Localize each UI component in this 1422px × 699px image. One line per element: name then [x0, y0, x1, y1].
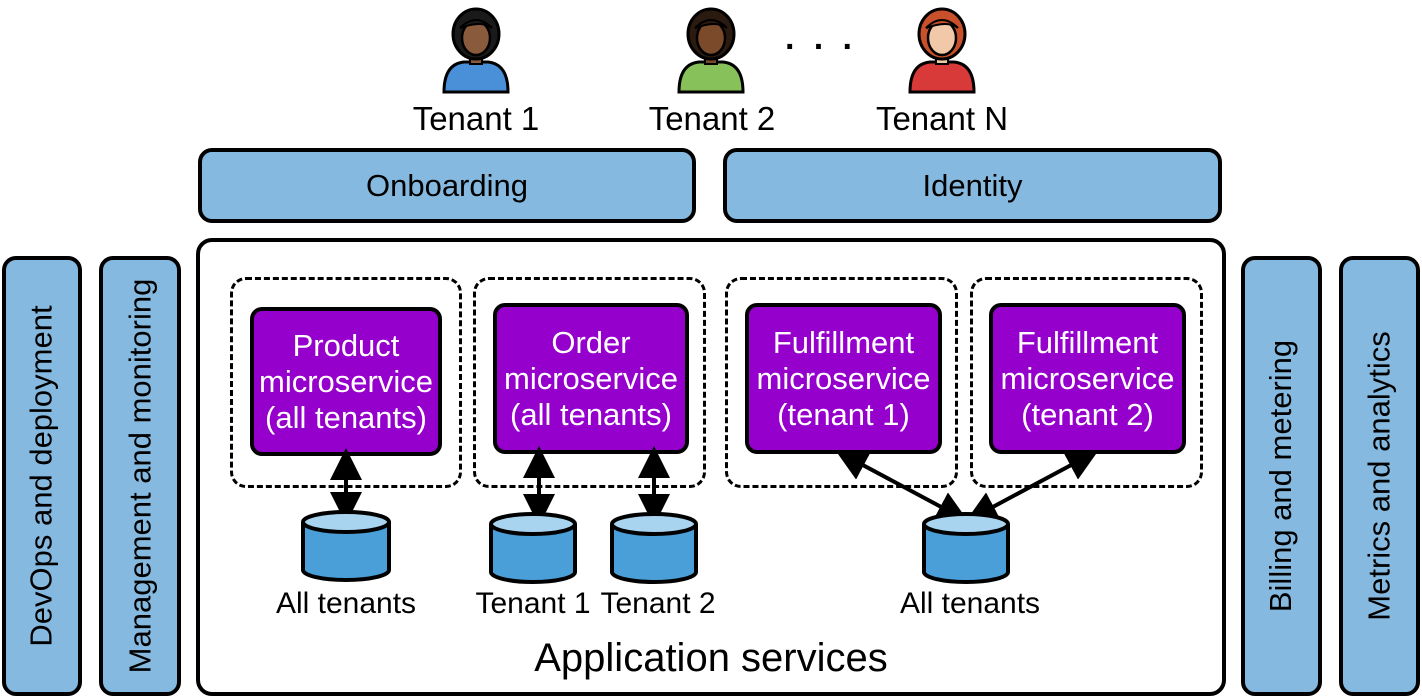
fulfillment-2-db-arrow	[965, 450, 1099, 522]
service-line: microservice	[1000, 360, 1175, 396]
service-line: (all tenants)	[510, 396, 672, 432]
identity-bar: Identity	[723, 148, 1222, 223]
service-line: microservice	[259, 363, 433, 399]
database-tenant-1-icon	[489, 512, 577, 584]
service-line: (all tenants)	[265, 399, 427, 435]
service-line: (tenant 2)	[1021, 396, 1154, 432]
db-label-product: All tenants	[275, 587, 417, 620]
avatar-fringe	[925, 19, 959, 29]
billing-bar: Billing and metering	[1241, 256, 1322, 696]
order-group	[473, 277, 706, 488]
db-label-fulfillment: All tenants	[899, 587, 1041, 620]
service-line: (tenant 1)	[777, 396, 910, 432]
service-line: microservice	[504, 360, 678, 396]
identity-label: Identity	[922, 167, 1023, 203]
tenant-avatars	[442, 7, 976, 94]
avatar-fringe	[459, 19, 493, 29]
tenant-n-avatar-icon	[908, 7, 976, 94]
fulfillment-tenant-1-microservice: Fulfillment microservice (tenant 1)	[745, 303, 942, 454]
tenant-ellipsis: · · ·	[785, 28, 858, 66]
service-line: microservice	[756, 360, 931, 396]
onboarding-label: Onboarding	[365, 167, 528, 203]
service-line: Order	[551, 324, 631, 360]
order-microservice: Order microservice (all tenants)	[493, 303, 689, 454]
avatar-shirt	[908, 60, 976, 94]
application-services-title: Application services	[534, 636, 888, 680]
devops-bar: DevOps and deployment	[2, 256, 82, 696]
database-all-tenants-fulfillment-icon	[922, 512, 1010, 584]
tenant-1-avatar-icon	[442, 7, 510, 94]
service-line: Product	[292, 327, 400, 363]
db-label-tenant-2: Tenant 2	[600, 587, 716, 620]
fulfillment-tenant-2-microservice: Fulfillment microservice (tenant 2)	[989, 303, 1186, 454]
onboarding-bar: Onboarding	[198, 148, 696, 223]
db-label-tenant-1: Tenant 1	[475, 587, 591, 620]
tenant-n-label: Tenant N	[875, 100, 1009, 137]
tenant-2-label: Tenant 2	[648, 100, 776, 137]
tenant-1-label: Tenant 1	[412, 100, 540, 137]
tenant-2-avatar-icon	[677, 7, 745, 94]
database-all-tenants-product-icon	[301, 510, 391, 582]
database-tenant-2-icon	[610, 512, 698, 584]
avatar-shirt	[677, 60, 745, 94]
fulfillment-1-db-arrow	[835, 450, 969, 522]
avatar-fringe	[694, 19, 728, 29]
product-microservice: Product microservice (all tenants)	[250, 307, 442, 456]
metrics-bar: Metrics and analytics	[1339, 256, 1420, 696]
avatar-shirt	[442, 60, 510, 94]
management-bar: Management and monitoring	[99, 256, 181, 696]
service-line: Fulfillment	[772, 324, 915, 360]
service-line: Fulfillment	[1016, 324, 1159, 360]
